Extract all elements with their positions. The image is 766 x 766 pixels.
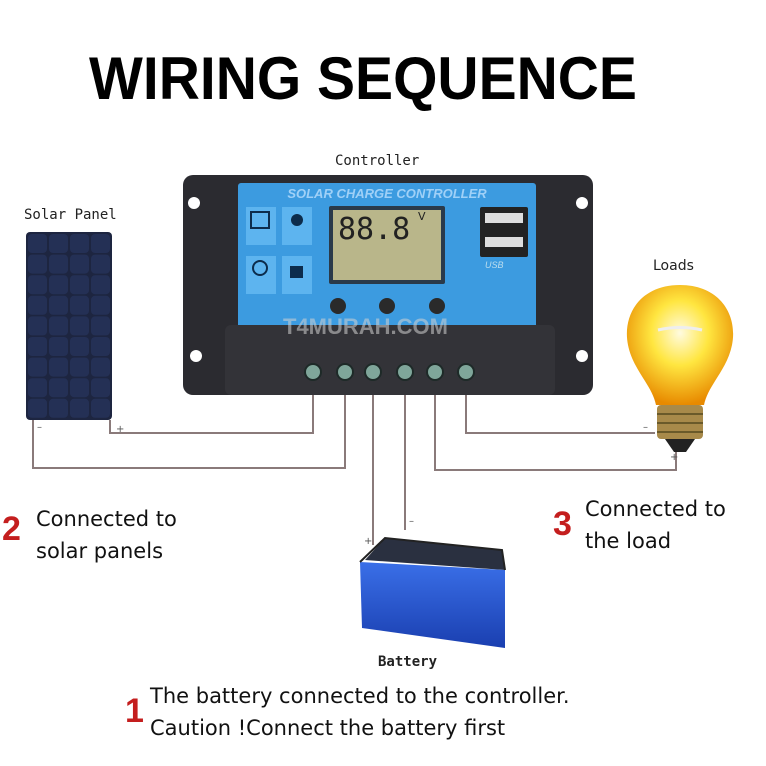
step-1-line-1: The battery connected to the controller. xyxy=(150,684,570,708)
step-2-text: Connected to solar panels xyxy=(36,503,177,567)
wire-load-negative xyxy=(465,380,655,434)
solar-cell xyxy=(91,275,110,295)
terminal-screw xyxy=(364,363,382,381)
solar-cell xyxy=(91,398,110,418)
controller-label: Controller xyxy=(335,153,420,169)
terminal-screw xyxy=(457,363,475,381)
solar-cell xyxy=(91,295,110,315)
step-3-number: 3 xyxy=(553,505,572,543)
battery-plus-sign: + xyxy=(364,536,372,547)
wire-solar-positive xyxy=(109,380,314,434)
solar-minus-sign: – xyxy=(37,422,42,433)
battery-label: Battery xyxy=(378,654,438,670)
solar-cell xyxy=(49,295,68,315)
solar-cell xyxy=(70,378,89,398)
charge-controller xyxy=(183,175,593,395)
solar-cell xyxy=(91,357,110,377)
controller-brand-text: SOLAR CHARGE CONTROLLER xyxy=(287,186,487,201)
solar-cell xyxy=(91,254,110,274)
solar-cell xyxy=(70,275,89,295)
wire-load-positive xyxy=(434,380,677,471)
battery-minus-sign: – xyxy=(409,516,414,527)
step-1-line-2: Caution !Connect the battery first xyxy=(150,716,506,740)
lcd-unit: V xyxy=(418,210,426,223)
solar-cell xyxy=(70,357,89,377)
terminal-screw xyxy=(396,363,414,381)
step-2-number: 2 xyxy=(2,510,21,548)
solar-cell xyxy=(49,378,68,398)
solar-panel xyxy=(26,232,112,420)
usb-label: USB xyxy=(485,260,504,270)
solar-cell xyxy=(28,398,47,418)
solar-cell xyxy=(49,337,68,356)
diagram-title: WIRING SEQUENCE xyxy=(89,45,637,112)
terminal-screw xyxy=(426,363,444,381)
solar-cell xyxy=(28,337,47,356)
step-1-number: 1 xyxy=(125,692,144,730)
solar-cell xyxy=(49,275,68,295)
solar-cell xyxy=(28,295,47,315)
solar-cell xyxy=(28,357,47,377)
terminal-screw xyxy=(336,363,354,381)
solar-cell xyxy=(28,234,47,253)
battery xyxy=(359,536,506,648)
step-2-line-2: solar panels xyxy=(36,539,164,563)
solar-cell xyxy=(49,398,68,418)
loads-label: Loads xyxy=(653,258,694,274)
solar-cell xyxy=(70,295,89,315)
light-bulb xyxy=(626,285,734,452)
step-3-line-1: Connected to xyxy=(585,497,726,521)
wire-solar-negative xyxy=(32,380,346,469)
lcd-reading: 88.8 xyxy=(338,212,411,247)
solar-panel-label: Solar Panel xyxy=(24,207,117,223)
step-3-line-2: the load xyxy=(585,529,672,553)
terminal-screw xyxy=(304,363,322,381)
solar-cell xyxy=(70,398,89,418)
step-2-line-1: Connected to xyxy=(36,507,177,531)
solar-cell xyxy=(91,378,110,398)
solar-cell xyxy=(28,378,47,398)
solar-cell xyxy=(91,316,110,336)
load-plus-sign: + xyxy=(670,452,678,463)
solar-cell xyxy=(28,316,47,336)
solar-cell xyxy=(70,316,89,336)
solar-cell xyxy=(28,275,47,295)
watermark: T4MURAH.COM xyxy=(283,314,448,339)
solar-plus-sign: + xyxy=(116,424,124,435)
solar-cell xyxy=(28,254,47,274)
load-minus-sign: – xyxy=(643,422,648,433)
step-3-text: Connected to the load xyxy=(585,493,726,557)
solar-cell xyxy=(91,337,110,356)
solar-cell xyxy=(70,234,89,253)
solar-cell xyxy=(70,254,89,274)
solar-cell xyxy=(49,316,68,336)
step-1-text: The battery connected to the controller.… xyxy=(150,680,570,744)
solar-cell xyxy=(49,254,68,274)
solar-cell xyxy=(49,357,68,377)
solar-cell xyxy=(49,234,68,253)
solar-cell xyxy=(91,234,110,253)
solar-cell xyxy=(70,337,89,356)
